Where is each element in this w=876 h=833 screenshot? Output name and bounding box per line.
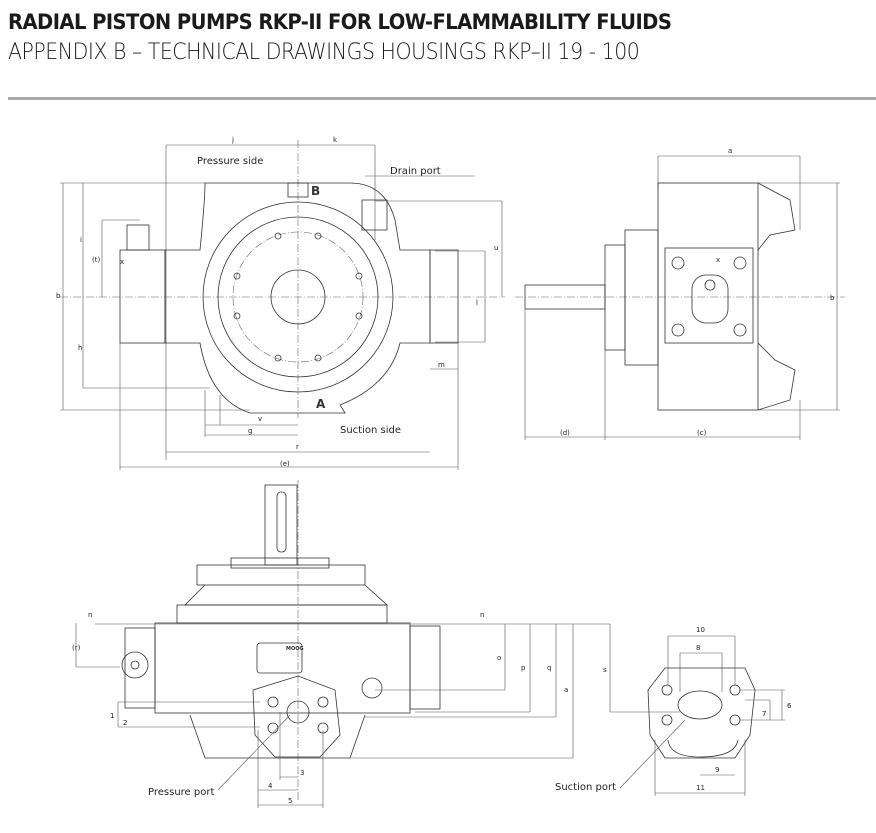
dim-x-side: x xyxy=(716,256,720,264)
dim-i: i xyxy=(80,236,82,244)
dim-r: r xyxy=(296,443,299,451)
dim-g: g xyxy=(248,427,252,435)
dim-k: k xyxy=(333,136,338,144)
port-a-label: A xyxy=(316,397,326,411)
dim-t: (t) xyxy=(92,256,100,264)
dim-n-right: n xyxy=(480,611,484,619)
dim-c: (c) xyxy=(697,429,707,437)
dim-m: m xyxy=(438,361,445,369)
dim-n-left: n xyxy=(88,611,92,619)
dim-j: j xyxy=(231,136,234,144)
dim-11: 11 xyxy=(696,784,705,792)
divider xyxy=(8,97,876,100)
dim-7: 7 xyxy=(762,710,766,718)
dim-o: o xyxy=(497,654,501,662)
suction-port-label: Suction port xyxy=(555,782,616,793)
dim-p: p xyxy=(521,664,526,672)
dim-v: v xyxy=(258,415,262,423)
dim-3: 3 xyxy=(300,769,304,777)
dim-a: a xyxy=(728,147,732,155)
dim-1: 1 xyxy=(110,712,114,720)
suction-side-label: Suction side xyxy=(340,425,401,436)
dim-b: b xyxy=(56,292,61,300)
dim-h: h xyxy=(78,344,82,352)
drain-port-label: Drain port xyxy=(390,166,441,177)
side-view: a b x (d) (c) xyxy=(515,147,845,440)
front-view: j k Pressure side Drain port B A Suction… xyxy=(56,136,505,470)
page-subtitle: APPENDIX B – TECHNICAL DRAWINGS HOUSINGS… xyxy=(8,40,640,65)
port-view: 10 8 6 7 9 11 Suction port xyxy=(555,626,792,796)
dim-q: q xyxy=(547,664,551,672)
port-b-label: B xyxy=(311,184,320,198)
dim-10: 10 xyxy=(696,626,705,634)
dim-8: 8 xyxy=(696,644,700,652)
dim-a-top: a xyxy=(564,686,568,694)
pressure-port-label: Pressure port xyxy=(148,787,214,798)
dim-b-side: b xyxy=(830,294,835,302)
dim-9: 9 xyxy=(715,766,719,774)
dim-x: x xyxy=(120,258,124,266)
dim-6: 6 xyxy=(787,702,792,710)
moog-logo: MOOG xyxy=(286,646,304,652)
dim-r-paren: (r) xyxy=(72,644,81,652)
dim-5: 5 xyxy=(288,797,292,805)
pressure-side-label: Pressure side xyxy=(197,156,263,167)
dim-d: (d) xyxy=(560,429,570,437)
dim-l: l xyxy=(476,299,478,307)
top-view: MOOG n (r) xyxy=(72,480,680,808)
dim-2: 2 xyxy=(123,719,127,727)
dim-u: u xyxy=(494,244,498,252)
dim-4: 4 xyxy=(268,782,273,790)
page-title: RADIAL PISTON PUMPS RKP-II FOR LOW-FLAMM… xyxy=(8,10,672,34)
dim-s: s xyxy=(603,666,607,674)
dim-e: (e) xyxy=(280,460,290,468)
